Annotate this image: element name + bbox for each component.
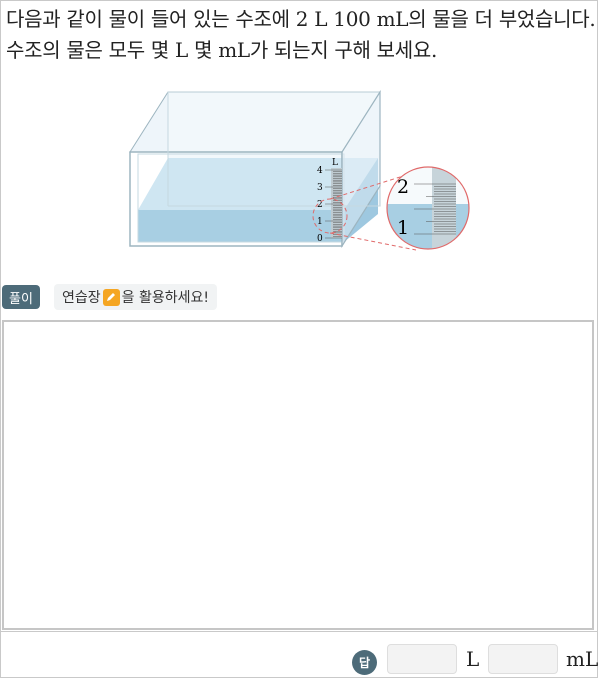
scale-tick-label: 4 bbox=[317, 166, 323, 176]
practice-hint[interactable]: 연습장 을 활용하세요! bbox=[54, 284, 217, 310]
zoom-tick-label: 1 bbox=[397, 217, 409, 239]
answer-row: 답 L mL bbox=[0, 644, 598, 676]
solution-badge: 풀이 bbox=[2, 285, 40, 309]
liters-input[interactable] bbox=[387, 644, 457, 674]
question-text: 다음과 같이 물이 들어 있는 수조에 2 L 100 mL의 물을 더 부었습… bbox=[6, 7, 596, 62]
milliliters-input[interactable] bbox=[488, 644, 558, 674]
scale-tick-label: 0 bbox=[317, 234, 323, 244]
water-front-face bbox=[138, 210, 344, 242]
scale-tick-label: 1 bbox=[317, 217, 323, 227]
practice-workspace[interactable] bbox=[2, 320, 594, 630]
zoom-circle bbox=[386, 166, 470, 250]
hint-text-end: 을 활용하세요! bbox=[121, 290, 209, 306]
scale-tick-label: 2 bbox=[317, 200, 323, 210]
water-top-surface bbox=[138, 158, 378, 210]
zoom-tick-label: 2 bbox=[397, 176, 409, 198]
solution-row: 풀이 연습장 을 활용하세요! bbox=[2, 284, 217, 310]
scale-bar bbox=[331, 168, 342, 238]
zoom-line-top bbox=[329, 171, 417, 200]
liters-unit: L bbox=[466, 647, 480, 671]
water-side-face bbox=[344, 158, 378, 242]
hint-text-start: 연습장 bbox=[62, 290, 101, 306]
answer-divider bbox=[0, 631, 598, 632]
zoom-line-bottom bbox=[329, 232, 417, 251]
scale-tick-label: 3 bbox=[317, 183, 323, 193]
tank-inner-front bbox=[137, 153, 345, 243]
scale-unit-label: L bbox=[332, 158, 338, 168]
pencil-note-icon[interactable] bbox=[102, 288, 120, 306]
answer-badge: 답 bbox=[352, 650, 377, 675]
milliliters-unit: mL bbox=[566, 647, 598, 671]
zoom-view: 21 bbox=[387, 167, 469, 249]
